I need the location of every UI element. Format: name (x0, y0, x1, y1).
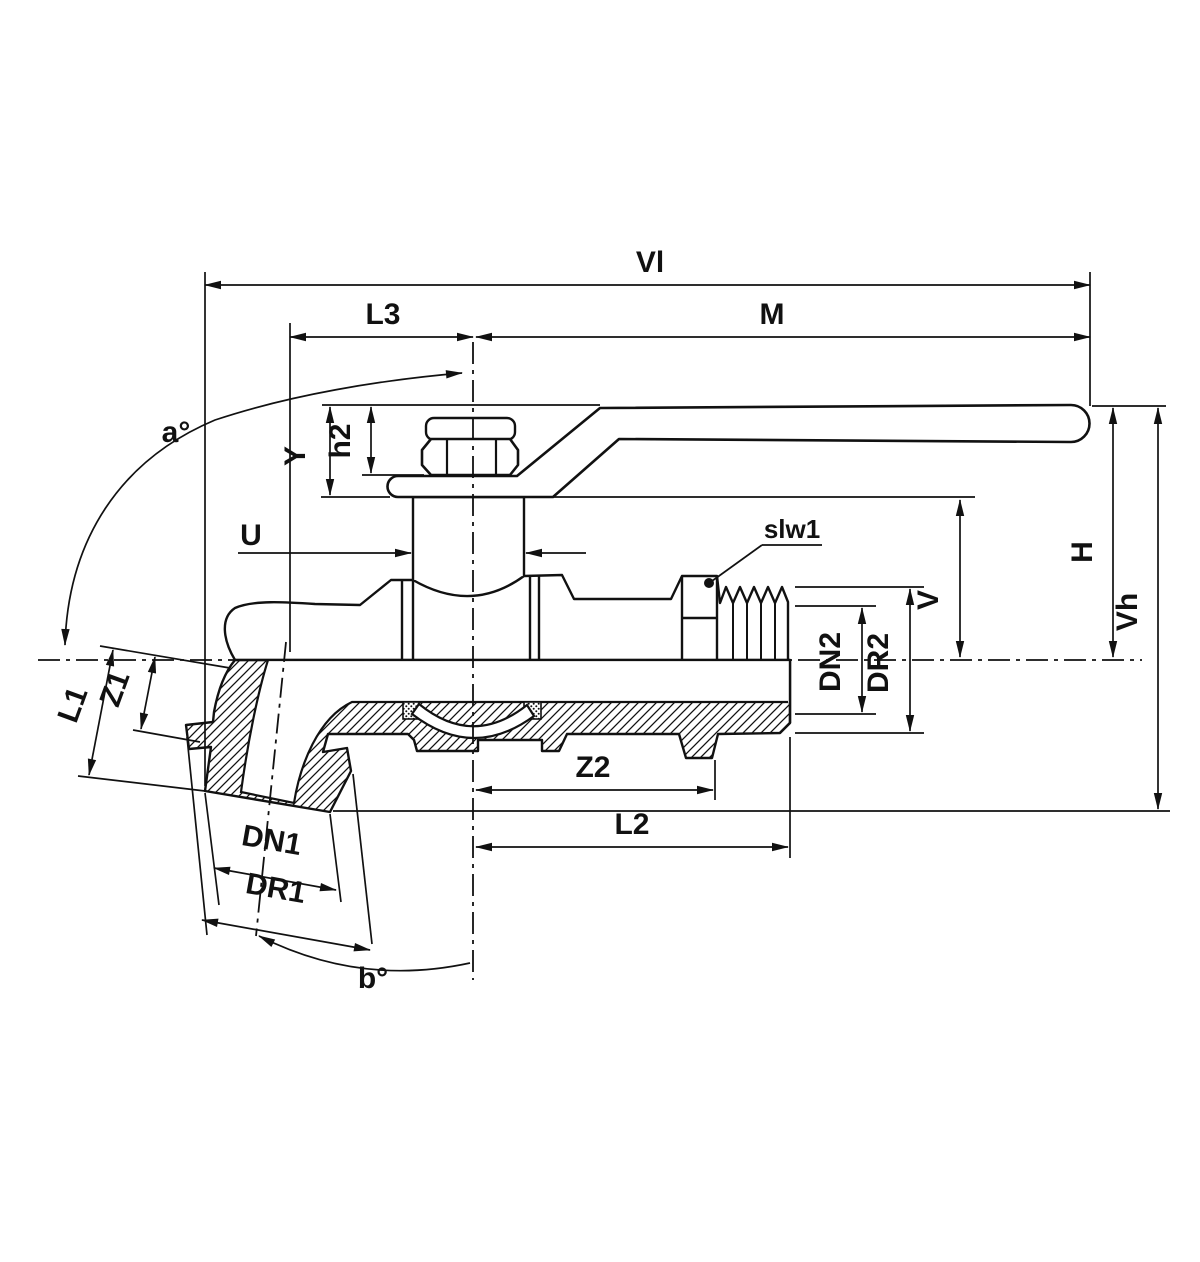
hex-nut (420, 437, 520, 477)
slw1-leader-line (711, 544, 763, 582)
bonnet (411, 495, 526, 580)
dim-line-l1 (87, 649, 115, 776)
dim-label-m: M (760, 298, 785, 331)
dim-label-dr2: DR2 (862, 633, 895, 693)
ext-line-l1-bottom (77, 775, 206, 792)
dim-label-h: H (1066, 541, 1099, 563)
ext-line-dn1-left (204, 792, 220, 906)
ext-line-dr1-right (352, 773, 373, 945)
ext-line-spout-axis-ref (99, 645, 231, 669)
dim-label-l2: L2 (614, 808, 649, 841)
valve-body-external (223, 573, 790, 661)
dim-line-dn1 (213, 866, 337, 892)
spout-axis-centerline (255, 641, 287, 937)
dim-label-slw1: slw1 (764, 514, 820, 544)
dim-arc-a-angle (61, 370, 463, 646)
bore-edges (239, 659, 788, 805)
ball (410, 702, 536, 740)
dimensions (61, 272, 1170, 972)
centerlines (38, 342, 1142, 980)
ext-line-dn1-right (329, 813, 342, 903)
dim-label-b-angle: b° (358, 962, 388, 995)
dim-label-y: Y (279, 446, 312, 466)
dim-label-dr1: DR1 (243, 867, 308, 910)
dim-label-z2: Z2 (575, 751, 610, 784)
dim-label-h2: h2 (324, 423, 357, 458)
ext-line-dr1-left (186, 736, 208, 936)
dim-line-z1 (139, 656, 157, 730)
slw1-leader-dot (704, 578, 714, 588)
dim-line-dr1 (201, 918, 371, 952)
dim-label-vl: Vl (636, 246, 664, 279)
valve-body-section (184, 658, 792, 814)
dim-arc-b-angle (258, 935, 471, 972)
bore-cavity (241, 660, 789, 803)
dim-label-dn1: DN1 (239, 819, 304, 862)
dim-label-l1: L1 (52, 683, 95, 727)
nut-cap (424, 416, 517, 442)
dim-label-l3: L3 (365, 298, 400, 331)
stem-nut (420, 416, 520, 477)
dim-label-u: U (240, 519, 262, 552)
dim-label-vh: Vh (1111, 593, 1144, 631)
dim-label-dn2: DN2 (814, 632, 847, 692)
dim-label-a-angle: a° (162, 416, 191, 449)
ext-line-z1-bottom (132, 729, 201, 743)
dim-label-v: V (912, 590, 945, 610)
dim-label-z1: Z1 (94, 667, 137, 711)
